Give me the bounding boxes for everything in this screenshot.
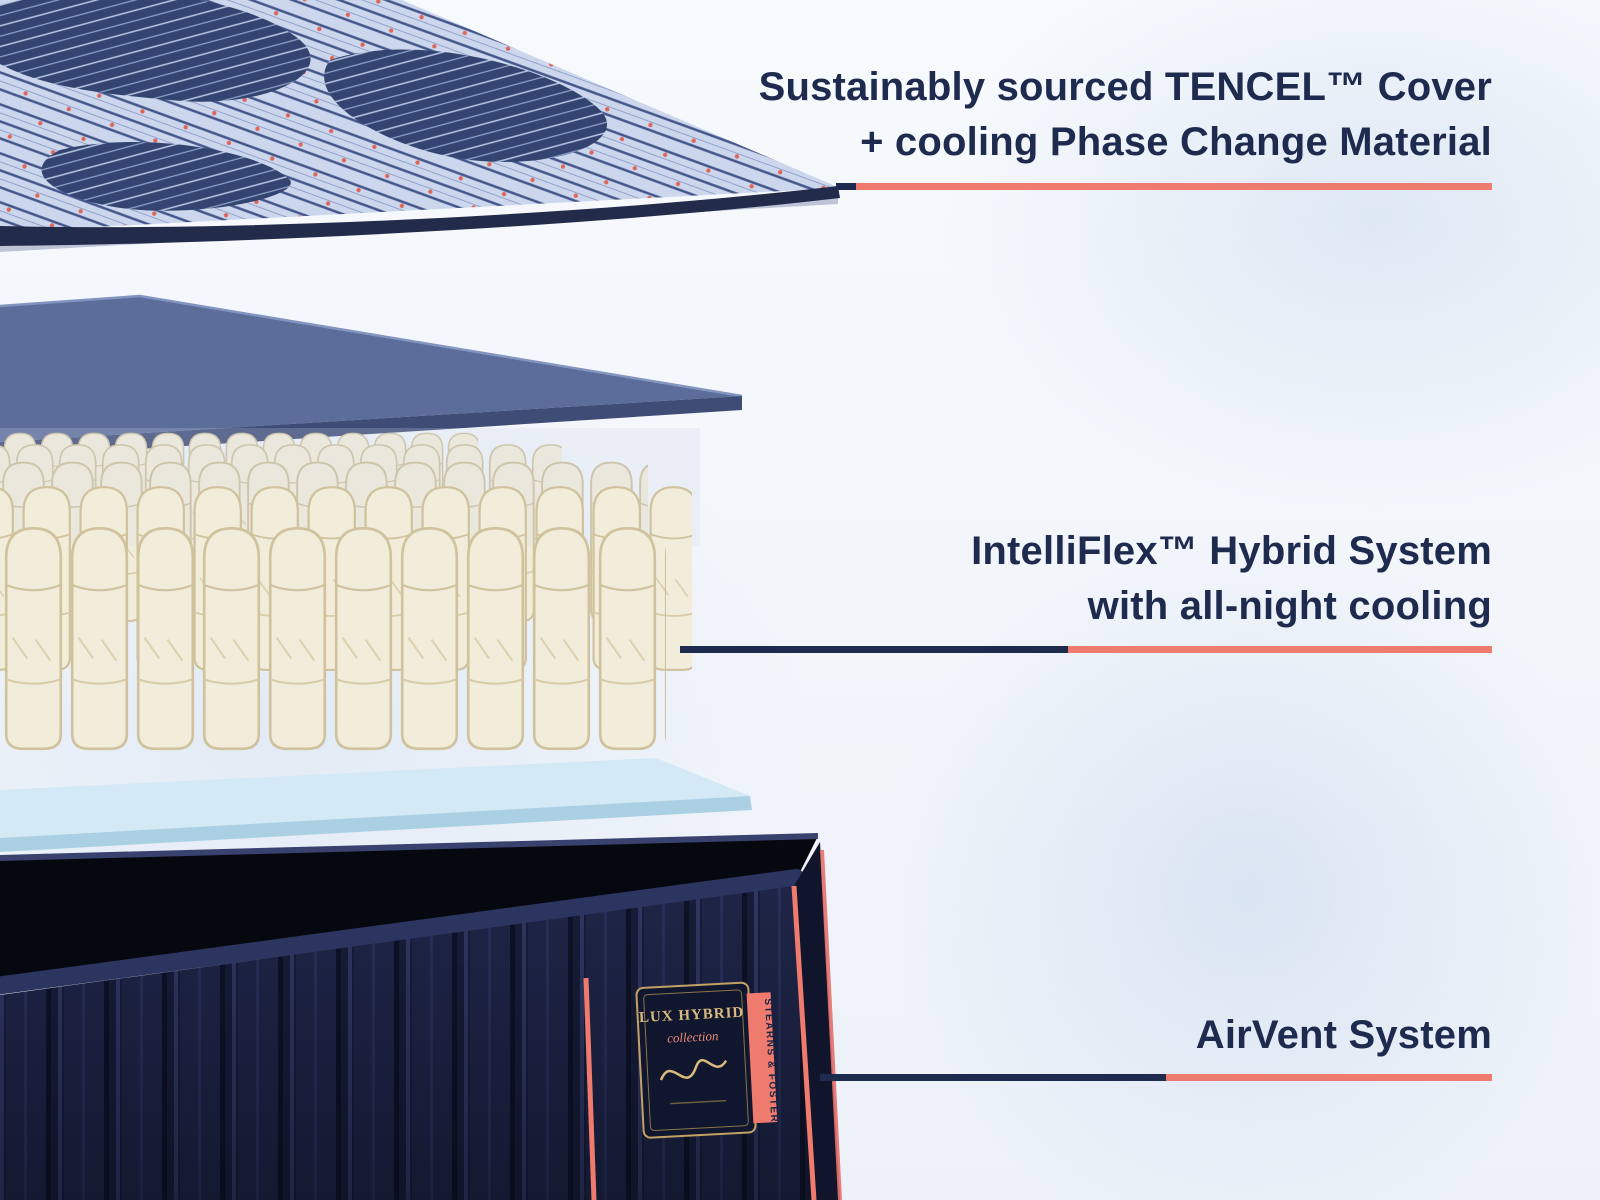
badge-brand-ribbon [746,992,778,1124]
annotation-cover-line1: Sustainably sourced TENCEL™ Cover [758,65,1492,109]
annotation-cover-line2: + cooling Phase Change Material [860,120,1492,165]
annotation-airvent: AirVent System [892,1008,1492,1063]
leader-coral-segment [856,183,1492,190]
leader-coral-segment [1068,646,1492,653]
annotation-cover-leader-line [836,183,1492,190]
annotation-hybrid: IntelliFlex™ Hybrid System with all-nigh… [792,524,1492,634]
badge-subtitle: collection [667,1028,719,1046]
badge-signature [659,1058,728,1081]
annotation-airvent-line1: AirVent System [1195,1013,1492,1057]
mattress-illustration: LUX HYBRID collection STEARNS & FOSTER [0,0,842,1200]
annotation-hybrid-leader-line [680,646,1492,653]
leader-navy-segment [836,183,856,190]
mattress-base: LUX HYBRID collection STEARNS & FOSTER [0,833,842,1200]
annotation-cover: Sustainably sourced TENCEL™ Cover + cool… [712,60,1492,170]
badge-title: LUX HYBRID [639,1005,745,1026]
leader-navy-segment [680,646,1068,653]
base-zipper-piping [583,977,597,1200]
base-right-face [794,842,840,1200]
annotation-airvent-leader-line [820,1074,1492,1081]
leader-navy-segment [820,1074,1166,1081]
base-corner-piping [791,885,817,1200]
tencel-cover-layer [0,0,840,252]
pocket-coil-layer [0,428,700,754]
transition-foam-layer [0,758,752,852]
annotation-hybrid-line2: with all-night cooling [1087,584,1492,629]
annotation-hybrid-line1: IntelliFlex™ Hybrid System [971,529,1492,573]
leader-coral-segment [1166,1074,1492,1081]
base-top-piping [0,869,805,995]
cover-edge-band [0,186,840,246]
label-badge: LUX HYBRID collection STEARNS & FOSTER [635,981,779,1139]
